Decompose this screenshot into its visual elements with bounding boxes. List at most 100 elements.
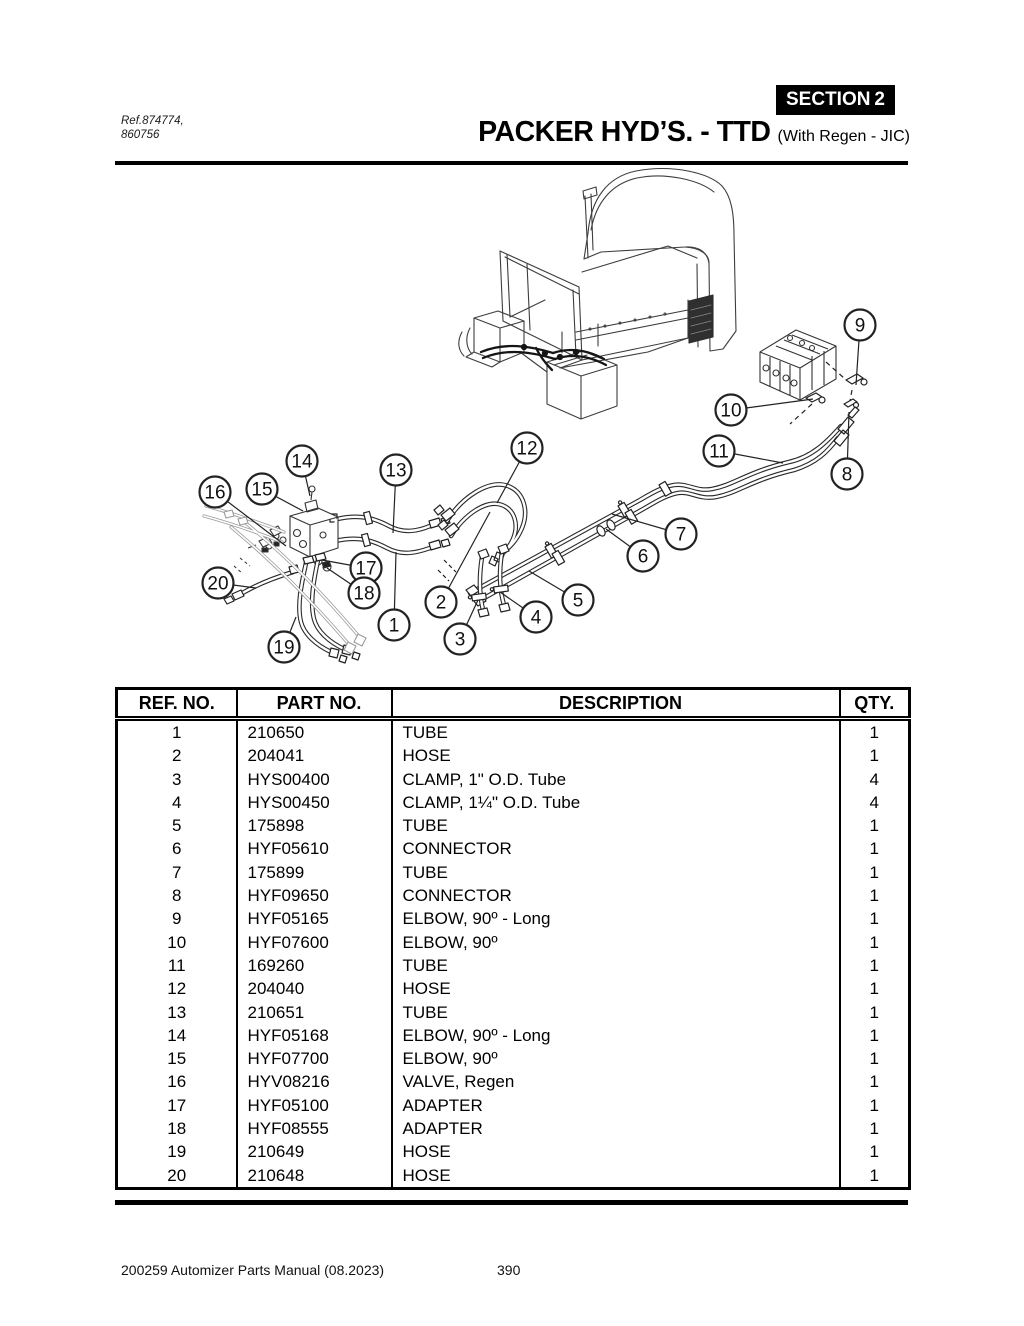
cell-desc: HOSE	[391, 977, 841, 1001]
svg-text:20: 20	[207, 574, 228, 595]
cell-part: HYF07600	[236, 930, 393, 954]
svg-text:12: 12	[516, 439, 537, 460]
cell-part: HYF08555	[236, 1117, 393, 1141]
cell-part: HYF05168	[236, 1023, 393, 1048]
footer-page-number: 390	[497, 1262, 521, 1278]
svg-text:5: 5	[573, 591, 584, 612]
cell-part: HYF09650	[236, 884, 393, 908]
cell-qty: 1	[869, 1025, 879, 1045]
valve-fittings	[789, 361, 868, 425]
callout-leader-2	[440, 511, 491, 603]
svg-text:2: 2	[436, 593, 447, 614]
cell-qty: 1	[869, 1119, 879, 1139]
svg-text:10: 10	[720, 401, 741, 422]
svg-text:18: 18	[353, 584, 374, 605]
clamps-3-4	[437, 543, 511, 618]
cell-part: HYS00400	[236, 767, 393, 791]
cell-desc: TUBE	[391, 718, 841, 745]
cell-desc: ADAPTER	[391, 1093, 841, 1118]
cell-part: 175898	[236, 814, 393, 838]
svg-text:14: 14	[291, 452, 313, 473]
cell-qty: 1	[869, 1072, 879, 1092]
cell-desc: ELBOW, 90º	[391, 930, 841, 954]
cell-desc: ELBOW, 90º	[391, 1047, 841, 1071]
cell-desc: HOSE	[391, 1140, 841, 1164]
svg-text:17: 17	[355, 559, 376, 580]
cell-ref: 4	[116, 790, 238, 815]
svg-text:11: 11	[709, 442, 729, 463]
cell-desc: ADAPTER	[391, 1117, 841, 1141]
header-description: DESCRIPTION	[391, 688, 841, 721]
truck-wireframe	[458, 168, 737, 420]
cell-ref: 2	[116, 744, 238, 768]
cell-qty: 1	[869, 816, 879, 836]
cell-part: HYF05100	[236, 1093, 393, 1118]
callout-5: 5	[561, 583, 595, 617]
callout-15: 15	[245, 472, 279, 506]
cell-qty: 1	[869, 886, 879, 906]
cell-desc: TUBE	[391, 860, 841, 885]
callout-2: 2	[424, 585, 458, 619]
cell-qty: 1	[869, 1165, 879, 1185]
svg-text:3: 3	[455, 630, 466, 651]
light-hoses	[202, 504, 367, 655]
cell-desc: CONNECTOR	[391, 837, 841, 861]
callout-3: 3	[443, 622, 477, 656]
svg-text:13: 13	[385, 461, 406, 482]
callout-7: 7	[664, 517, 698, 551]
cell-ref: 9	[116, 907, 238, 931]
section-badge-label: SECTION	[786, 89, 871, 110]
cell-part: 169260	[236, 953, 393, 978]
cell-desc: CLAMP, 1" O.D. Tube	[391, 767, 841, 791]
cell-ref: 18	[116, 1117, 238, 1141]
cell-part: 210649	[236, 1140, 393, 1164]
cell-part: 175899	[236, 860, 393, 885]
svg-text:6: 6	[638, 547, 649, 568]
cell-qty: 1	[869, 909, 879, 929]
callout-6: 6	[626, 539, 660, 573]
cell-part: 204040	[236, 977, 393, 1001]
page-subtitle: (With Regen - JIC)	[777, 128, 910, 145]
cell-ref: 12	[116, 977, 238, 1001]
callout-9: 9	[843, 308, 877, 342]
cell-desc: TUBE	[391, 814, 841, 838]
cell-desc: HOSE	[391, 744, 841, 768]
hose-12	[444, 482, 528, 560]
callout-14: 14	[285, 444, 319, 478]
header-divider	[115, 161, 908, 165]
callout-12: 12	[510, 431, 544, 465]
cell-qty: 4	[869, 769, 879, 789]
ref-line-2: 860756	[121, 129, 160, 141]
cell-ref: 10	[116, 930, 238, 954]
cell-qty: 1	[869, 1095, 879, 1115]
callout-10: 10	[714, 393, 748, 427]
callout-11: 11	[702, 434, 736, 468]
callout-18: 18	[347, 576, 381, 610]
svg-text:1: 1	[389, 616, 400, 637]
cell-desc: ELBOW, 90º - Long	[391, 1023, 841, 1048]
cell-qty: 1	[869, 839, 879, 859]
svg-text:7: 7	[676, 525, 687, 546]
cell-part: 204041	[236, 744, 393, 768]
callout-8: 8	[830, 457, 864, 491]
cell-desc: VALVE, Regen	[391, 1070, 841, 1094]
cell-desc: CLAMP, 1¼" O.D. Tube	[391, 790, 841, 815]
cell-ref: 14	[116, 1023, 238, 1048]
cell-qty: 1	[869, 1002, 879, 1022]
